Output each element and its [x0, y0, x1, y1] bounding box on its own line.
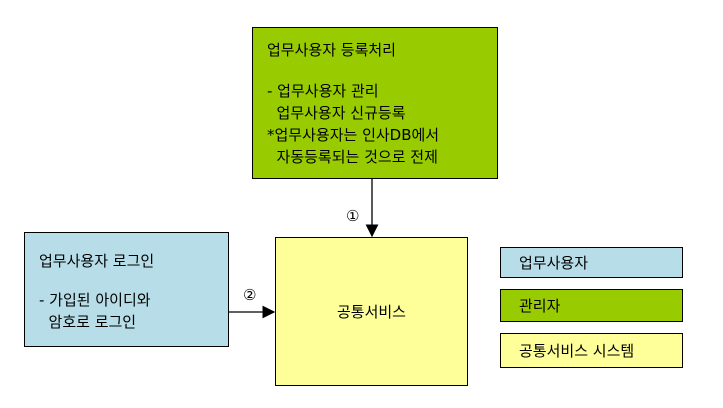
legend-system-label: 공통서비스 시스템: [519, 341, 635, 360]
step-1-label: ①: [346, 207, 360, 225]
common-service-title: 공통서비스: [336, 302, 406, 321]
admin-box-line: 자동등록되는 것으로 전제: [267, 148, 438, 166]
user-box-title: 업무사용자 로그인: [39, 252, 155, 270]
admin-box-line: 업무사용자 신규등록: [267, 104, 406, 122]
user-box-line: - 가입된 아이디와: [39, 291, 151, 309]
legend-admin: 관리자: [500, 289, 683, 322]
admin-process-box: 업무사용자 등록처리 - 업무사용자 관리 업무사용자 신규등록 *업무사용자는 …: [252, 27, 498, 179]
legend-user: 업무사용자: [500, 247, 683, 278]
admin-box-line: *업무사용자는 인사DB에서: [267, 126, 440, 144]
user-box-line: 암호로 로그인: [39, 313, 137, 331]
step-2-label: ②: [243, 286, 257, 304]
legend-admin-label: 관리자: [519, 296, 561, 315]
legend-system: 공통서비스 시스템: [500, 333, 683, 368]
admin-box-title: 업무사용자 등록처리: [267, 41, 396, 59]
legend-user-label: 업무사용자: [519, 253, 589, 272]
common-service-box: 공통서비스: [275, 237, 468, 386]
admin-box-line: - 업무사용자 관리: [267, 82, 379, 100]
user-login-box: 업무사용자 로그인 - 가입된 아이디와 암호로 로그인: [24, 232, 229, 347]
